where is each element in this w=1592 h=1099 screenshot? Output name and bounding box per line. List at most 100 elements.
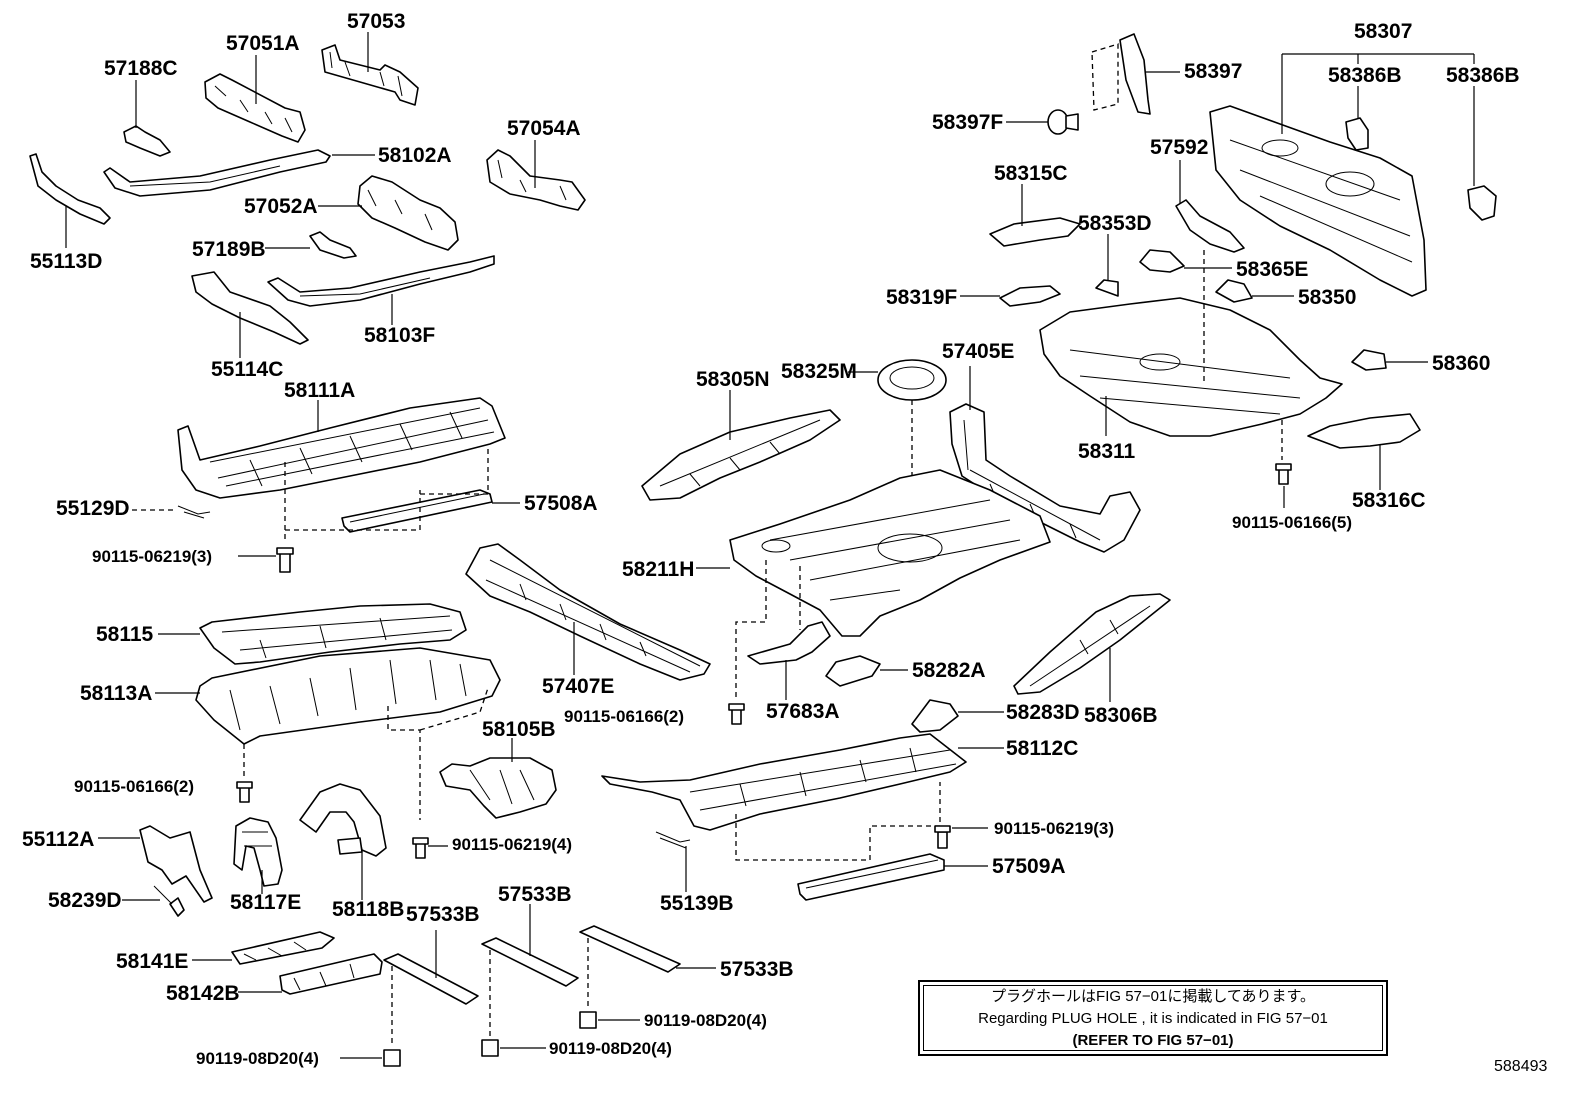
part-58282A-drawing — [825, 655, 908, 687]
label-57533B-c: 57533B — [720, 958, 794, 981]
part-57592-drawing — [1175, 160, 1245, 253]
label-58315C: 58315C — [994, 162, 1068, 185]
label-bolt-06219-3-right: 90115-06219(3) — [994, 819, 1114, 838]
label-bolt-08D20-4-b: 90119-08D20(4) — [549, 1039, 672, 1058]
label-58365E: 58365E — [1236, 258, 1308, 281]
label-57407E: 57407E — [542, 675, 614, 698]
part-58319F-drawing — [960, 285, 1061, 307]
label-58115: 58115 — [96, 623, 154, 646]
label-58350: 58350 — [1298, 286, 1356, 309]
label-bolt-06219-4: 90115-06219(4) — [452, 835, 572, 854]
part-58111A-drawing — [177, 397, 506, 499]
bolt-06219-4-drawing — [412, 837, 448, 859]
part-58306B-drawing — [1013, 593, 1171, 702]
part-58316C-drawing — [1307, 413, 1421, 490]
part-57053-drawing — [321, 32, 419, 106]
note-japanese-text: プラグホールはFIG 57−01に掲載してあります。 — [991, 988, 1315, 1005]
part-58211H-drawing — [696, 469, 1051, 700]
part-57683A-drawing — [747, 621, 831, 700]
label-57054A: 57054A — [507, 117, 581, 140]
part-58118B-drawing — [299, 783, 387, 900]
label-58282A: 58282A — [912, 659, 986, 682]
label-57053: 57053 — [347, 10, 405, 33]
label-57509A: 57509A — [992, 855, 1066, 878]
part-58365E-drawing — [1139, 249, 1232, 273]
label-58113A: 58113A — [80, 682, 152, 705]
label-58211H: 58211H — [622, 558, 694, 581]
label-58353D: 58353D — [1078, 212, 1152, 235]
label-55139B: 55139B — [660, 892, 734, 915]
part-55112A-drawing — [98, 825, 213, 903]
label-57533B-b: 57533B — [498, 883, 572, 906]
label-bolt-06166-2-mid: 90115-06166(2) — [564, 707, 684, 726]
note-english-text: Regarding PLUG HOLE , it is indicated in… — [978, 1010, 1328, 1027]
label-58311: 58311 — [1078, 440, 1136, 463]
label-57533B-a: 57533B — [406, 903, 480, 926]
part-58102A-drawing — [103, 149, 375, 197]
part-57051A-drawing — [204, 55, 306, 143]
part-58350-drawing — [1215, 279, 1294, 303]
part-58141E-drawing — [192, 931, 335, 965]
label-58305N: 58305N — [696, 368, 770, 391]
label-58118B: 58118B — [332, 898, 404, 921]
bolt-06219-3-top-drawing — [238, 448, 489, 573]
part-57509A-drawing — [797, 853, 988, 901]
part-58397-drawing — [1091, 33, 1180, 115]
label-58319F: 58319F — [886, 286, 957, 309]
part-58105B-drawing — [439, 738, 557, 819]
label-58397F: 58397F — [932, 111, 1003, 134]
part-58112C-drawing — [601, 733, 1004, 861]
bolt-06166-5-drawing — [1275, 463, 1292, 508]
label-57683A: 57683A — [766, 700, 840, 723]
part-58117E-drawing — [233, 817, 283, 894]
label-57592: 57592 — [1150, 136, 1208, 159]
part-55139B-drawing — [655, 831, 691, 892]
bolt-06166-2-left-drawing — [236, 781, 253, 803]
part-57407E-drawing — [465, 543, 711, 681]
label-58103F: 58103F — [364, 324, 435, 347]
label-58111A: 58111A — [284, 379, 355, 402]
part-58307-drawing — [1209, 53, 1475, 297]
label-58386B-a: 58386B — [1328, 64, 1402, 87]
part-58315C-drawing — [989, 184, 1081, 247]
label-58142B: 58142B — [166, 982, 240, 1005]
label-58112C: 58112C — [1006, 737, 1078, 760]
label-58283D: 58283D — [1006, 701, 1080, 724]
label-bolt-08D20-4-c: 90119-08D20(4) — [644, 1011, 767, 1030]
part-58386B-a-drawing — [1345, 86, 1369, 151]
label-58117E: 58117E — [230, 891, 301, 914]
part-58115-drawing — [158, 603, 467, 665]
label-55112A: 55112A — [22, 828, 94, 851]
part-58305N-drawing — [641, 390, 841, 501]
label-bolt-08D20-4-a: 90119-08D20(4) — [196, 1049, 319, 1068]
label-57508A: 57508A — [524, 492, 598, 515]
part-57533B-b-drawing — [481, 904, 579, 1057]
plug-hole-note: プラグホールはFIG 57−01に掲載してあります。 Regarding PLU… — [918, 980, 1388, 1056]
label-bolt-06166-5: 90115-06166(5) — [1232, 513, 1352, 532]
part-57508A-drawing — [341, 489, 520, 533]
label-58386B-b: 58386B — [1446, 64, 1520, 87]
label-58360: 58360 — [1432, 352, 1490, 375]
label-57189B: 57189B — [192, 238, 266, 261]
part-58386B-b-drawing — [1467, 86, 1497, 221]
label-58102A: 58102A — [378, 144, 452, 167]
part-55129D-drawing — [132, 505, 211, 519]
part-57052A-drawing — [318, 175, 459, 251]
label-58397: 58397 — [1184, 60, 1242, 83]
label-58306B: 58306B — [1084, 704, 1158, 727]
part-58103F-drawing — [267, 255, 495, 325]
diagram-code: 588493 — [1494, 1058, 1548, 1075]
label-58105B: 58105B — [482, 718, 556, 741]
label-57405E: 57405E — [942, 340, 1014, 363]
part-57054A-drawing — [486, 140, 586, 211]
part-57188C-drawing — [123, 80, 171, 157]
part-57533B-a-drawing — [383, 930, 479, 1067]
part-58142B-drawing — [238, 953, 383, 995]
label-57052A: 57052A — [244, 195, 318, 218]
bolt-06166-2-mid-drawing — [728, 703, 745, 725]
label-58141E: 58141E — [116, 950, 188, 973]
label-58325M: 58325M — [781, 360, 857, 383]
note-reference-text: (REFER TO FIG 57−01) — [1072, 1032, 1234, 1049]
part-55114C-drawing — [191, 271, 309, 358]
